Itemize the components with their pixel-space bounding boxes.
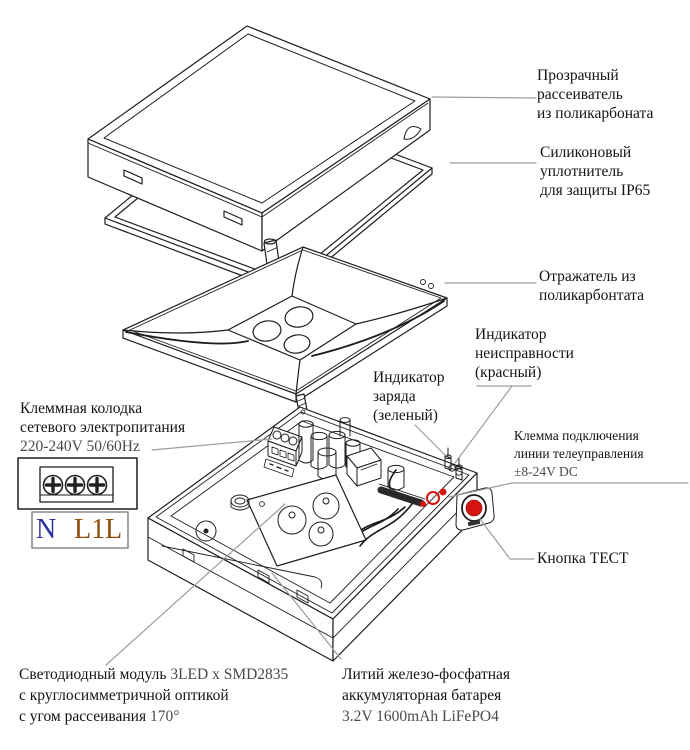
callout-line: Клеммная колодка (20, 400, 143, 417)
terminal-inset-drawing (17, 457, 138, 549)
callout-line: аккумуляторная батарея (342, 687, 502, 704)
callout-line: уплотнитель (540, 163, 624, 180)
callout-spec: 3LED x SMD2835 (170, 666, 289, 683)
callout-line: (красный) (475, 364, 542, 381)
callout-battery: Литий железо-фосфатная аккумуляторная ба… (342, 664, 510, 727)
callout-line: неисправности (475, 345, 574, 362)
callout-led-module: Светодиодный модуль 3LED x SMD2835 с кру… (19, 664, 288, 727)
callout-charge-indicator: Индикатор заряда (зеленый) (373, 368, 445, 425)
callout-line: (зеленый) (373, 407, 438, 424)
mains-terminal-block-shape (263, 426, 303, 478)
callout-line: Отражатель из (539, 268, 636, 285)
callout-line: сетевого электропитания (20, 419, 186, 436)
callout-spec-line: ±8-24V DC (514, 464, 578, 479)
terminal-label-l: L (105, 514, 123, 545)
callout-line: Литий железо-фосфатная (342, 666, 511, 683)
mounting-hole-shape (195, 520, 217, 542)
cable-notch (403, 126, 422, 140)
callout-line: Индикатор (475, 326, 547, 343)
callout-text: с угом рассеивания (19, 708, 150, 725)
terminal-label-l1: L1 (74, 514, 106, 545)
telecontrol-connector-accent (420, 488, 447, 507)
callout-line: Светодиодный модуль 3LED x SMD2835 (19, 664, 288, 685)
callout-gasket: Силиконовый уплотнитель для защиты IP65 (540, 143, 650, 200)
callout-line: поликарбонтата (539, 287, 645, 304)
test-button-shape (455, 487, 495, 531)
indicator-led-posts-shape (444, 447, 463, 481)
callout-diffuser: Прозрачный рассеиватель из поликарбоната (537, 66, 653, 123)
callout-fault-indicator: Индикатор неисправности (красный) (475, 325, 574, 382)
leader-lines (105, 96, 689, 666)
terminal-label-n: N (36, 514, 57, 545)
callout-line: Прозрачный (537, 67, 619, 84)
callout-line: Клемма подключения (514, 428, 639, 443)
transformer-shape (346, 447, 382, 487)
callout-line: рассеиватель (537, 86, 623, 103)
callout-line: с круглосимметричной оптикой (19, 687, 229, 704)
callout-text: Светодиодный модуль (19, 666, 171, 683)
callout-reflector: Отражатель из поликарбонтата (539, 267, 644, 305)
reflector-drawing (122, 246, 448, 403)
callout-line: заряда (373, 388, 416, 405)
wire-connector-shape (377, 483, 426, 507)
pcb-components-drawing (195, 417, 495, 567)
callout-line: для защиты IP65 (540, 182, 651, 199)
grommet-shape (230, 494, 250, 511)
callout-line: Кнопка ТЕСТ (537, 550, 629, 567)
callout-telecontrol-terminal: Клемма подключения линии телеуправления … (514, 427, 644, 481)
callout-mains-terminal: Клеммная колодка сетевого электропитания… (20, 399, 185, 456)
callout-test-button: Кнопка ТЕСТ (537, 549, 628, 568)
diffuser-lid-drawing (87, 25, 431, 252)
callout-line: линии телеуправления (514, 446, 644, 461)
callout-line: Силиконовый (540, 144, 632, 161)
callout-spec: 170° (149, 708, 180, 725)
test-button-red-cap (465, 499, 483, 517)
callout-spec-line: 3.2V 1600mAh LiFePO4 (342, 708, 499, 725)
callout-spec-line: 220-240V 50/60Hz (20, 438, 140, 455)
callout-line: Индикатор (373, 369, 445, 386)
callout-line: из поликарбоната (537, 105, 654, 122)
terminal-labels-box (31, 511, 129, 549)
callout-line: с угом рассеивания 170° (19, 706, 288, 727)
led-module-plate-shape (246, 474, 367, 567)
